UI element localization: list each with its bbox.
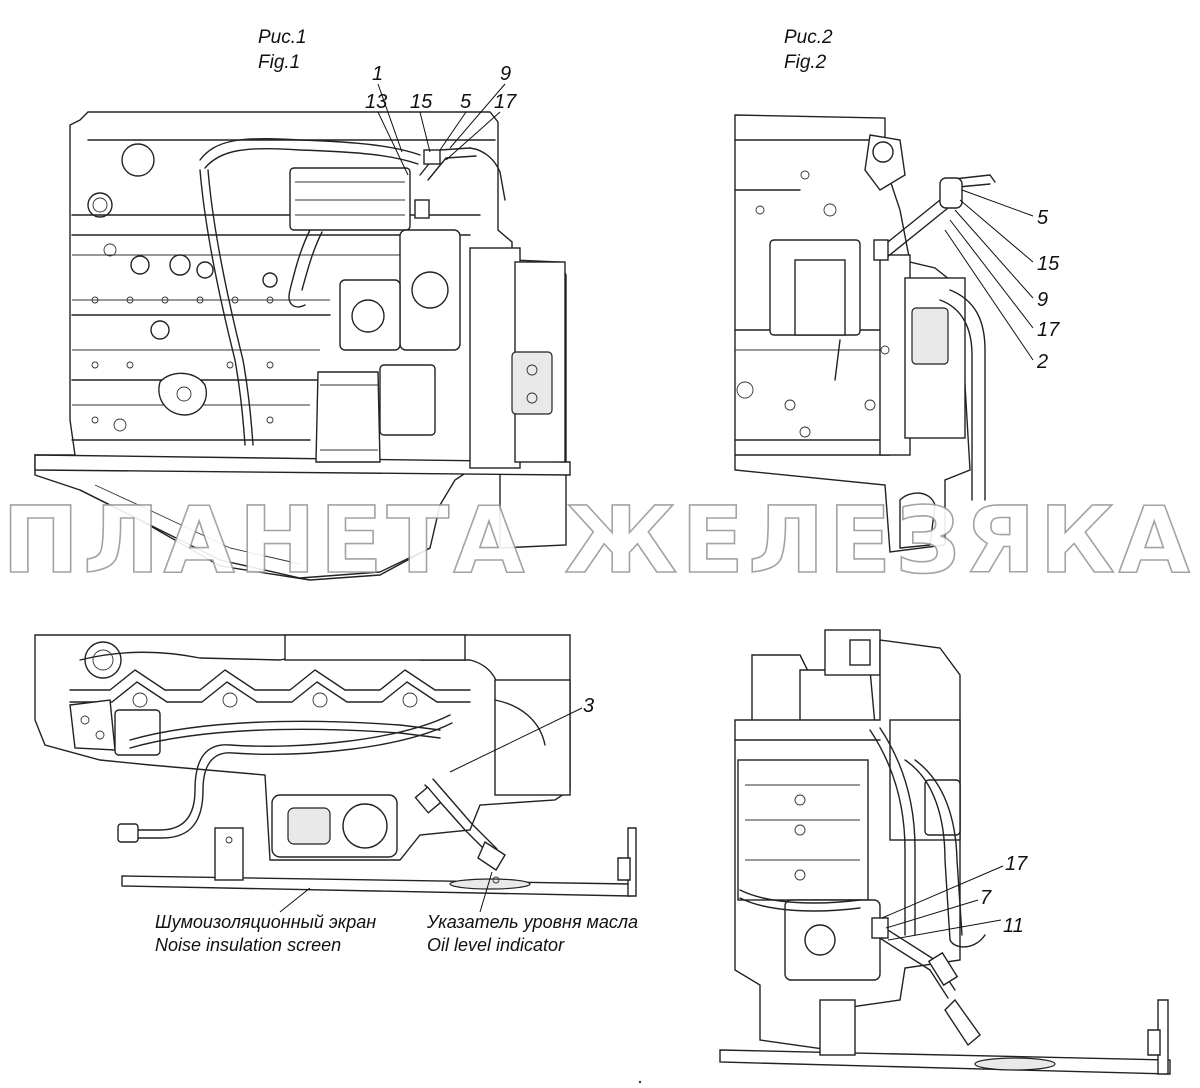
- bottom-right-leader-17: [881, 865, 1004, 919]
- caption-indicator-leader: [479, 871, 493, 913]
- fig1-leader-13: [377, 111, 409, 176]
- fig1-callout-17: 17: [494, 91, 517, 113]
- bottom-right-callout-11: 11: [1003, 915, 1024, 937]
- fig2-callout-15: 15: [1037, 253, 1060, 275]
- caption-indicator-en: Oil level indicator: [427, 935, 565, 955]
- fig2-title-ru: Рис.2: [784, 27, 833, 48]
- fig1-leader-1: [377, 83, 403, 153]
- fig1-callout-1: 1: [372, 63, 383, 85]
- fig1-leader-17: [445, 111, 501, 161]
- bottom-right-callout-7: 7: [980, 887, 992, 909]
- fig2-leader-5: [961, 189, 1034, 217]
- stray-dot: [638, 1080, 642, 1084]
- bottom-right-leader-7: [885, 899, 979, 929]
- caption-screen-leader: [279, 887, 311, 913]
- bottom-left-engine-drawing: [34, 634, 637, 897]
- bottom-left-leader-3: [449, 707, 583, 773]
- fig2-callout-17: 17: [1037, 319, 1060, 341]
- fig1-engine-drawing: [34, 111, 571, 581]
- bottom-right-leader-11: [887, 919, 1002, 941]
- fig2-callout-9: 9: [1037, 289, 1048, 311]
- bottom-right-engine-drawing: [719, 629, 1171, 1075]
- fig1-callout-9: 9: [500, 63, 511, 85]
- fig1-leader-15: [419, 111, 431, 153]
- fig1-callout-5: 5: [460, 91, 472, 113]
- fig2-leader-17: [949, 219, 1034, 329]
- fig2-callout-5: 5: [1037, 207, 1049, 229]
- watermark-text: ПЛАНЕТА ЖЕЛЕЗЯКА: [2, 487, 1194, 594]
- fig1-callout-13: 13: [365, 91, 387, 113]
- caption-indicator-ru: Указатель уровня масла: [426, 912, 638, 932]
- fig1-callout-15: 15: [410, 91, 433, 113]
- fig2-leader-9: [954, 209, 1034, 299]
- bottom-left-callout-3: 3: [583, 695, 594, 717]
- fig1-title-ru: Рис.1: [258, 27, 307, 48]
- bottom-right-callout-17: 17: [1005, 853, 1028, 875]
- fig2-callout-2: 2: [1036, 351, 1048, 373]
- caption-screen-en: Noise insulation screen: [155, 935, 341, 955]
- fig2-engine-drawing: [734, 114, 996, 553]
- fig2-leader-15: [959, 199, 1034, 263]
- caption-screen-ru: Шумоизоляционный экран: [155, 912, 376, 932]
- fig1-leader-9: [449, 83, 506, 149]
- fig1-leader-5: [439, 111, 467, 151]
- fig2-title-en: Fig.2: [784, 52, 827, 73]
- fig1-title-en: Fig.1: [258, 52, 300, 73]
- fig2-leader-2: [944, 229, 1034, 361]
